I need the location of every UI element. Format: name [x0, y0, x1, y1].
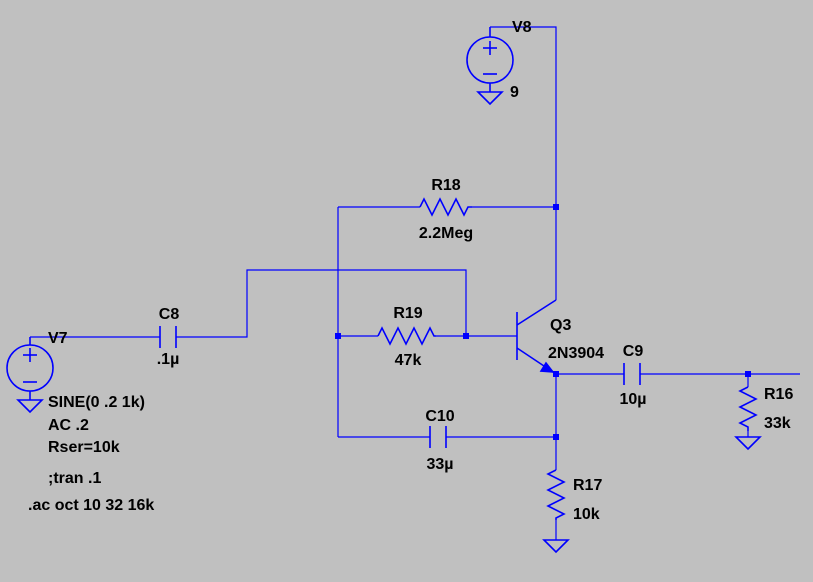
spice-directive-tran[interactable]: ;tran .1: [48, 470, 101, 487]
resistor-r19[interactable]: [377, 326, 436, 346]
resistor-r18[interactable]: [419, 197, 472, 217]
ground-symbol: [16, 399, 44, 414]
r18-value-label: 2.2Meg: [419, 225, 473, 242]
v7-value-line-1: SINE(0 .2 1k): [48, 394, 145, 411]
q3-name-label: Q3: [550, 317, 571, 334]
junction-dot: [553, 434, 559, 440]
r18-name-label: R18: [431, 177, 460, 194]
v8-name-label: V8: [512, 19, 532, 36]
capacitor-c9[interactable]: [623, 363, 641, 385]
ground-symbol: [476, 91, 504, 106]
q3-value-label: 2N3904: [548, 345, 604, 362]
transistor-q3[interactable]: [516, 299, 557, 375]
resistor-r17[interactable]: [542, 469, 570, 554]
r17-value-label: 10k: [573, 506, 600, 523]
junction-dot: [745, 371, 751, 377]
v7-value-line-3: Rser=10k: [48, 439, 120, 456]
voltage-source-v8[interactable]: [466, 27, 514, 106]
r16-name-label: R16: [764, 386, 793, 403]
c9-value-label: 10µ: [619, 391, 646, 408]
r19-value-label: 47k: [395, 352, 422, 369]
ground-symbol: [542, 539, 570, 554]
junctions: [335, 204, 751, 440]
r16-value-label: 33k: [764, 415, 791, 432]
c9-name-label: C9: [623, 343, 644, 360]
v8-value-label: 9: [510, 84, 519, 101]
c10-value-label: 33µ: [426, 456, 453, 473]
junction-dot: [553, 204, 559, 210]
r19-name-label: R19: [393, 305, 422, 322]
voltage-source-v7[interactable]: [6, 337, 54, 414]
ground-symbol: [734, 436, 762, 451]
junction-dot: [463, 333, 469, 339]
c8-value-label: .1µ: [157, 351, 180, 368]
spice-directive-ac[interactable]: .ac oct 10 32 16k: [28, 497, 154, 514]
v7-value-line-2: AC .2: [48, 417, 89, 434]
v7-name-label: V7: [48, 330, 68, 347]
capacitor-c8[interactable]: [159, 326, 177, 348]
capacitor-c10[interactable]: [429, 426, 447, 448]
wires: [30, 26, 800, 540]
resistor-r16[interactable]: [734, 386, 762, 451]
r17-name-label: R17: [573, 477, 602, 494]
junction-dot: [335, 333, 341, 339]
c8-name-label: C8: [159, 306, 180, 323]
c10-name-label: C10: [425, 408, 454, 425]
